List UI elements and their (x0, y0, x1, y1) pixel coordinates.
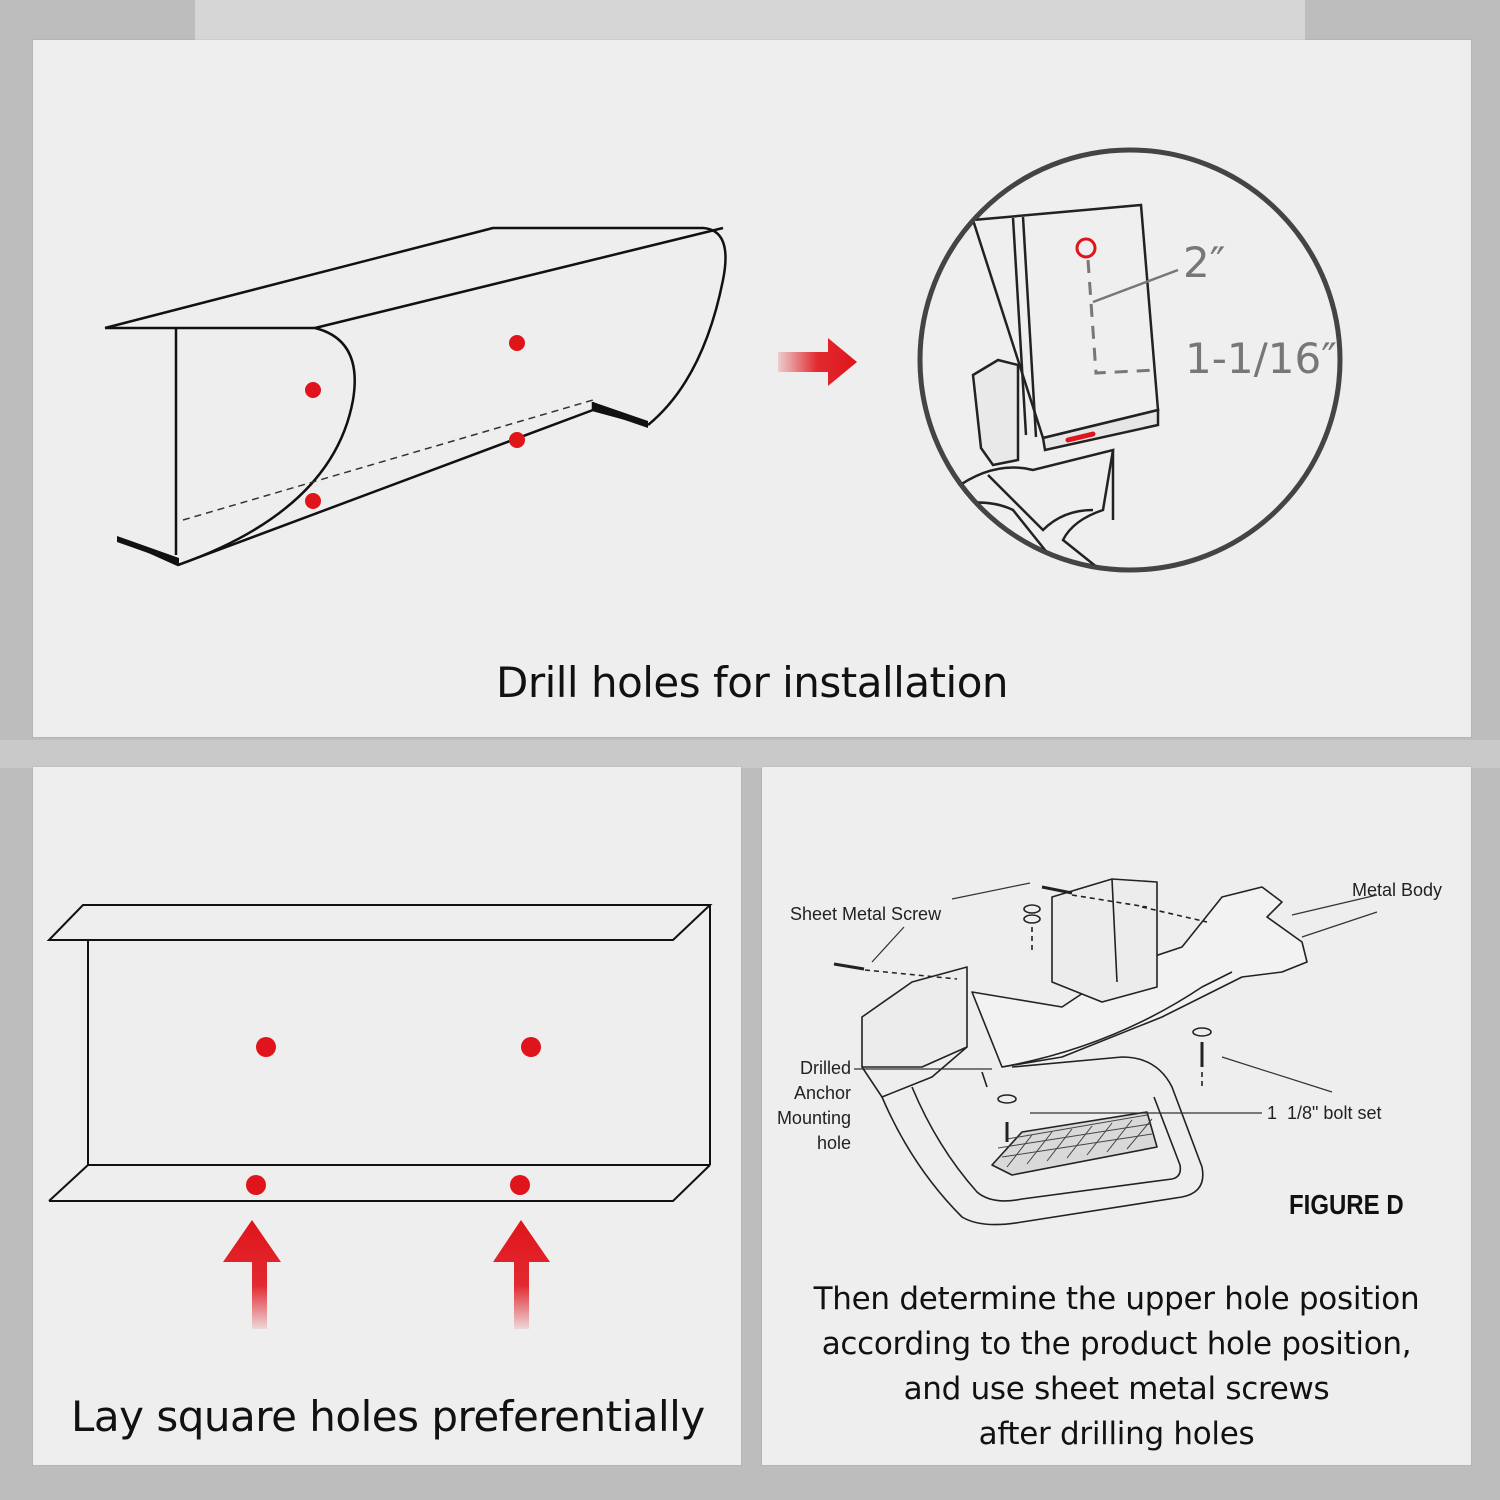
up-arrow-icon (493, 1220, 550, 1329)
leader-lines (854, 882, 1378, 1114)
square-hole (246, 1175, 266, 1195)
square-hole (256, 1037, 276, 1057)
drill-hole (509, 432, 525, 448)
dimension-horizontal: 1-1/16″ (1185, 334, 1337, 383)
label-metal-body: Metal Body (1352, 880, 1442, 900)
label-hole: hole (817, 1133, 851, 1153)
square-hole (521, 1037, 541, 1057)
right-arrow-icon (778, 338, 857, 386)
up-arrow-icon (223, 1220, 281, 1329)
upper-hole-marker (1075, 237, 1097, 259)
figure-label: FIGURE D (1289, 1191, 1404, 1221)
lower-slot-marker (1065, 431, 1096, 443)
zoomed-bracket (932, 203, 1184, 568)
rail-outline (104, 226, 727, 567)
drill-holes-panel: 2″ 1-1/16″ Drill holes for installation (33, 40, 1471, 737)
square-holes-panel: Lay square holes preferentially (33, 767, 741, 1465)
drill-hole (305, 382, 321, 398)
label-drilled: Drilled (800, 1058, 851, 1078)
exploded-assembly (833, 878, 1308, 1226)
label-anchor: Anchor (794, 1083, 851, 1103)
caption-square-holes: Lay square holes preferentially (71, 1392, 705, 1441)
dimension-leader (1092, 268, 1179, 304)
channel-diagram: 2″ 1-1/16″ (104, 147, 1343, 573)
drill-hole-markers (305, 335, 525, 509)
rail-flange-edge (593, 402, 648, 428)
figure-d-panel: Sheet Metal Screw Metal Body Drilled Anc… (762, 767, 1471, 1465)
drill-hole (305, 493, 321, 509)
background-band (195, 0, 1305, 40)
dimension-lines (1086, 259, 1157, 375)
caption-line: Then determine the upper hole position (813, 1281, 1420, 1317)
background-band (0, 740, 1500, 768)
drill-hole (509, 335, 525, 351)
label-mounting: Mounting (777, 1108, 851, 1128)
figure-d-diagram: Sheet Metal Screw Metal Body Drilled Anc… (777, 878, 1442, 1226)
rail-flange-edge (117, 536, 179, 564)
square-hole-markers (246, 1037, 541, 1195)
caption-upper-hole: Then determine the upper hole position a… (762, 1277, 1471, 1457)
caption-line: and use sheet metal screws (903, 1371, 1330, 1407)
dimension-vertical: 2″ (1183, 238, 1225, 287)
label-sheet-metal-screw: Sheet Metal Screw (790, 904, 942, 924)
label-bolt-set: 1 1/8" bolt set (1267, 1103, 1381, 1123)
caption-line: according to the product hole position, (821, 1326, 1412, 1362)
hidden-edge (182, 399, 594, 521)
caption-line: after drilling holes (978, 1416, 1255, 1452)
caption-drill-holes: Drill holes for installation (495, 658, 1009, 707)
channel-outline (46, 904, 713, 1202)
flat-channel-diagram (46, 904, 713, 1329)
square-hole (510, 1175, 530, 1195)
